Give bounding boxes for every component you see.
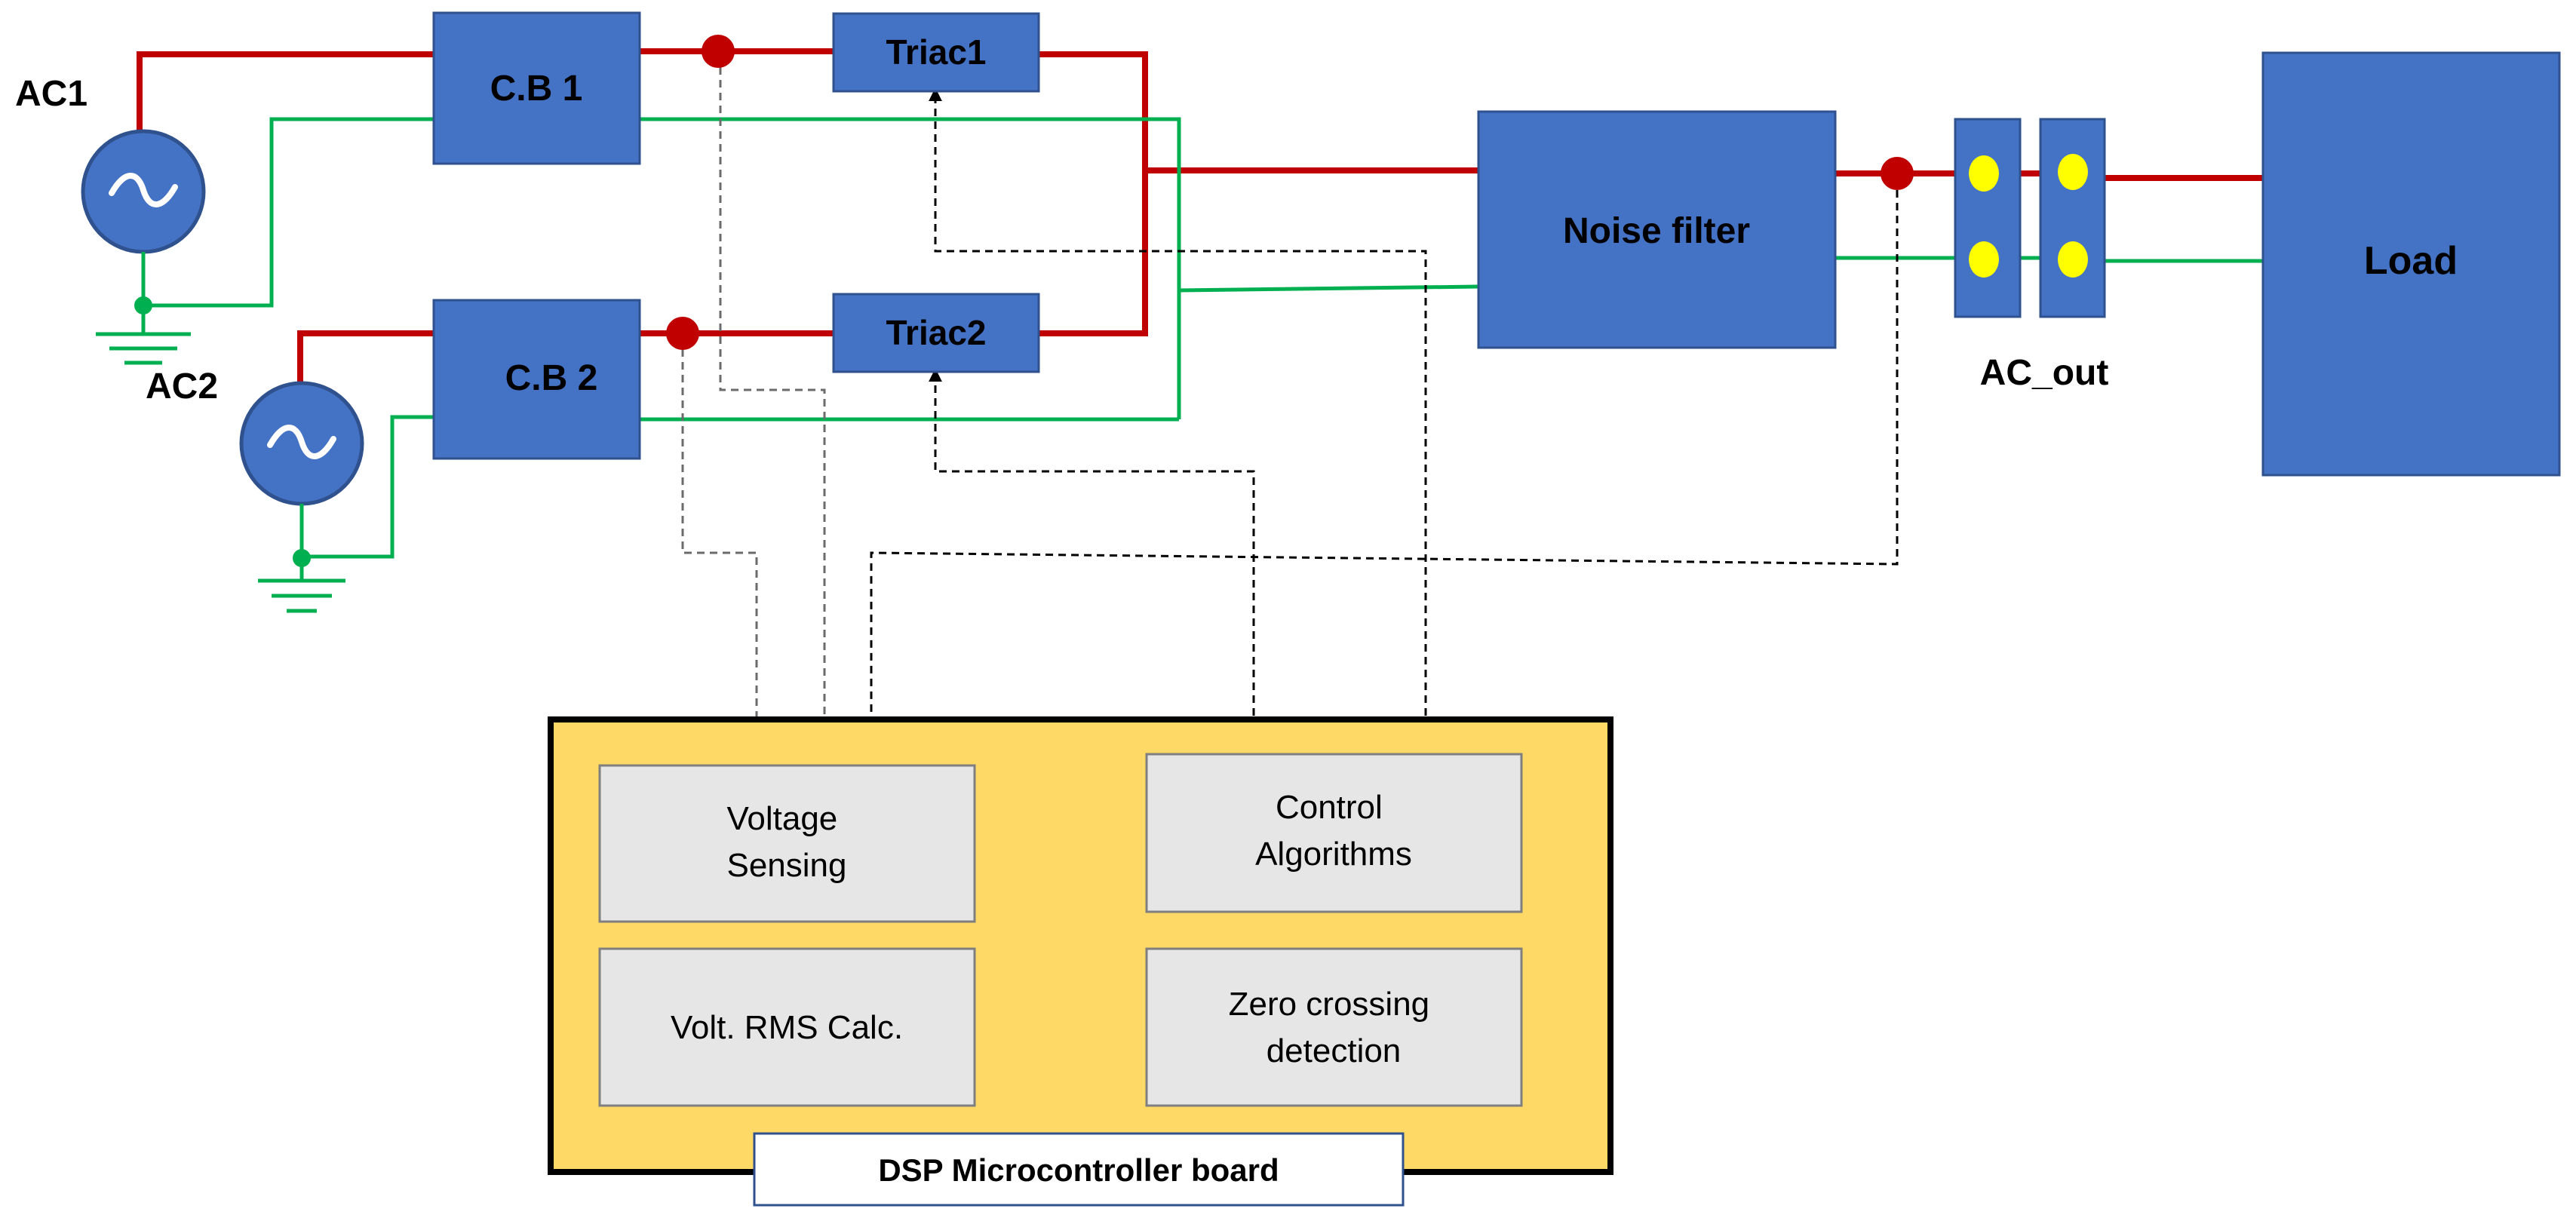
cb1-label: C.B 1 xyxy=(490,69,583,109)
terminal-live-left xyxy=(1969,155,1999,192)
signal-lines xyxy=(864,87,1899,767)
output-junction-dot xyxy=(1881,157,1914,190)
cb2-junction-dot xyxy=(666,317,699,350)
cb1-neutral-out-wire xyxy=(640,117,1181,419)
live-wires xyxy=(137,48,2263,391)
sine-wave-icon xyxy=(267,425,336,459)
connector-left-block xyxy=(1954,118,2022,318)
ac2-neutral-wire xyxy=(302,415,434,559)
voltage-sensing-line1: Voltage xyxy=(726,800,837,837)
triac2-label: Triac2 xyxy=(886,313,987,352)
control-algorithms-line1: Control xyxy=(1276,789,1383,826)
voltage-sensing-block: Voltage Sensing xyxy=(598,764,976,923)
connector-right-block xyxy=(2039,118,2106,318)
dsp-board-title-box: DSP Microcontroller board xyxy=(753,1132,1405,1207)
ac1-live-wire xyxy=(137,51,434,136)
ground-icon xyxy=(258,558,345,613)
cb1-block: C.B 1 xyxy=(432,11,641,165)
load-label: Load xyxy=(2364,239,2458,283)
control-to-triac1-signal xyxy=(929,87,1427,754)
terminal-neutral-right xyxy=(2058,241,2088,278)
triac2-out-wire xyxy=(1039,170,1148,336)
triac1-out-wire xyxy=(1039,51,1148,170)
output-sense-signal xyxy=(864,177,1899,767)
cb2-label: C.B 2 xyxy=(505,358,598,398)
ac2-source: AC2 xyxy=(146,367,364,613)
zero-crossing-line2: detection xyxy=(1267,1032,1402,1069)
ac-out-label: AC_out xyxy=(1980,353,2109,393)
triac1-label: Triac1 xyxy=(886,32,987,72)
noise-filter-label: Noise filter xyxy=(1563,211,1750,251)
control-algorithms-block: Control Algorithms xyxy=(1145,753,1523,913)
load-block: Load xyxy=(2261,51,2561,477)
dsp-board: Voltage Sensing Control Algorithms Volt.… xyxy=(548,716,1613,1207)
rms-calc-block: Volt. RMS Calc. xyxy=(598,947,976,1107)
noise-filter-block: Noise filter xyxy=(1477,110,1837,349)
svg-text:Control Algorithms: Control Algorithms xyxy=(1255,789,1412,873)
ac2-sense-signal xyxy=(681,336,763,767)
svg-text:Voltage Sensing: Voltage Sensing xyxy=(726,800,846,884)
neutral-wires xyxy=(143,117,2263,559)
voltage-sensing-line2: Sensing xyxy=(726,847,846,884)
sine-wave-icon xyxy=(109,173,178,207)
control-algorithms-line2: Algorithms xyxy=(1255,836,1412,873)
ac1-source: AC1 xyxy=(15,74,206,365)
cb1-junction-dot xyxy=(702,35,735,68)
control-to-triac2-signal xyxy=(929,368,1255,754)
ac2-live-wire xyxy=(297,330,434,391)
ac-out-connector: AC_out xyxy=(1954,118,2109,393)
cb2-block: C.B 2 xyxy=(432,299,641,460)
terminal-neutral-left xyxy=(1969,241,1999,278)
ac1-sense-signal xyxy=(719,54,831,767)
triac2-block: Triac2 xyxy=(832,293,1040,373)
ac2-label: AC2 xyxy=(146,367,218,406)
rms-calc-label: Volt. RMS Calc. xyxy=(671,1009,903,1046)
ac1-label: AC1 xyxy=(15,74,88,114)
ac1-neutral-wire xyxy=(143,117,434,308)
triac1-block: Triac1 xyxy=(832,12,1040,93)
svg-text:Zero crossing detectio: Zero crossing detection xyxy=(1229,986,1439,1069)
dsp-board-title: DSP Microcontroller board xyxy=(878,1152,1279,1188)
zero-crossing-line1: Zero crossing xyxy=(1229,986,1430,1023)
bus-to-filter-neutral-wire xyxy=(1178,284,1479,293)
zero-crossing-block: Zero crossing detection xyxy=(1145,947,1523,1107)
ground-icon xyxy=(96,305,191,365)
terminal-live-right xyxy=(2058,154,2088,190)
sense-lines xyxy=(681,54,831,767)
